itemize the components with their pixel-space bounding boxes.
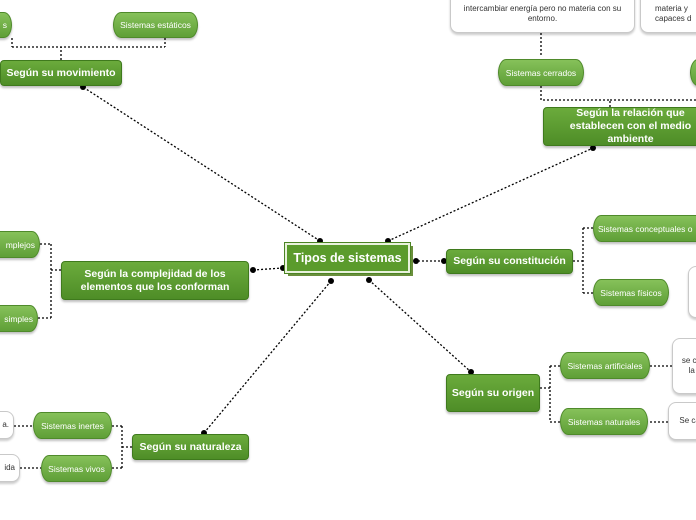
note-constitucion	[688, 266, 696, 318]
subtopic-sistemas-estaticos[interactable]: Sistemas estáticos	[113, 12, 198, 38]
bracket-complejidad	[38, 243, 61, 319]
branch-movimiento[interactable]: Según su movimiento	[0, 60, 122, 86]
subtopic-simples[interactable]: simples	[0, 305, 38, 332]
subtopic-label: Sistemas físicos	[600, 287, 662, 298]
subtopic-sistemas-vivos[interactable]: Sistemas vivos	[41, 455, 112, 482]
connector-origen	[368, 279, 472, 373]
note-text: intercambiar energía pero no materia con…	[463, 3, 622, 23]
subtopic-sistemas-naturales[interactable]: Sistemas naturales	[560, 408, 648, 435]
subtopic-label: Sistemas cerrados	[505, 67, 577, 78]
branch-constitucion[interactable]: Según su constitución	[446, 249, 573, 274]
connector-relacion	[387, 147, 594, 242]
bracket-origen	[540, 365, 672, 423]
connector-naturaleza	[203, 280, 332, 434]
branch-naturaleza-label: Según su naturaleza	[139, 440, 242, 453]
note-text: a.	[2, 420, 9, 429]
note-naturaleza-2: ida	[0, 454, 20, 482]
branch-naturaleza[interactable]: Según su naturaleza	[132, 434, 249, 460]
subtopic-label: Sistemas estáticos	[120, 20, 191, 30]
note-origen-1: se crea la p	[672, 338, 696, 394]
connector-movimiento	[82, 86, 321, 242]
subtopic-sistemas-cerrados[interactable]: Sistemas cerrados	[498, 59, 584, 86]
note-text: ida	[4, 463, 15, 472]
note-text: materia y capaces d	[655, 3, 692, 23]
bracket-relacion	[540, 33, 696, 107]
note-naturaleza-1: a.	[0, 411, 14, 439]
note-text: Se ca d	[679, 416, 696, 425]
branch-origen-label: Según su origen	[451, 386, 535, 399]
branch-complejidad-label: Según la complejidad de los elementos qu…	[80, 267, 230, 293]
subtopic-complejos[interactable]: mplejos	[0, 231, 40, 258]
subtopic-label: Sistemas naturales	[567, 416, 641, 427]
subtopic-label: Sistemas conceptuales o	[598, 223, 693, 234]
central-topic-label: Tipos de sistemas	[293, 251, 402, 265]
bracket-constitucion	[573, 227, 593, 294]
branch-origen[interactable]: Según su origen	[446, 374, 540, 412]
branch-movimiento-label: Según su movimiento	[6, 66, 116, 79]
subtopic-label: simples	[4, 313, 33, 324]
bracket-naturaleza	[14, 425, 132, 469]
note-relacion-1: intercambiar energía pero no materia con…	[450, 0, 635, 33]
subtopic-label: Sistemas inertes	[41, 420, 104, 431]
subtopic-sistemas-artificiales[interactable]: Sistemas artificiales	[560, 352, 650, 379]
branch-relacion-label: Según la relación que establecen con el …	[569, 107, 692, 145]
subtopic-sistemas-fisicos[interactable]: Sistemas físicos	[593, 279, 669, 306]
subtopic-label: Sistemas vivos	[48, 463, 105, 474]
note-origen-2: Se ca d	[668, 402, 696, 440]
subtopic-movimiento-1[interactable]: s	[0, 12, 12, 38]
note-relacion-2: materia y capaces d	[640, 0, 696, 33]
subtopic-sistemas-inertes[interactable]: Sistemas inertes	[33, 412, 112, 439]
bracket-movimiento	[11, 38, 166, 60]
connector-complejidad	[252, 267, 284, 271]
branch-constitucion-label: Según su constitución	[453, 255, 566, 267]
subtopic-sistemas-conceptuales[interactable]: Sistemas conceptuales o	[593, 215, 696, 242]
central-topic[interactable]: Tipos de sistemas	[284, 242, 411, 274]
subtopic-label: s	[2, 20, 7, 30]
subtopic-label: Sistemas artificiales	[567, 360, 643, 371]
branch-relacion[interactable]: Según la relación que establecen con el …	[543, 107, 696, 146]
note-text: se crea la p	[681, 356, 696, 375]
subtopic-label: mplejos	[5, 239, 35, 250]
branch-complejidad[interactable]: Según la complejidad de los elementos qu…	[61, 261, 249, 300]
